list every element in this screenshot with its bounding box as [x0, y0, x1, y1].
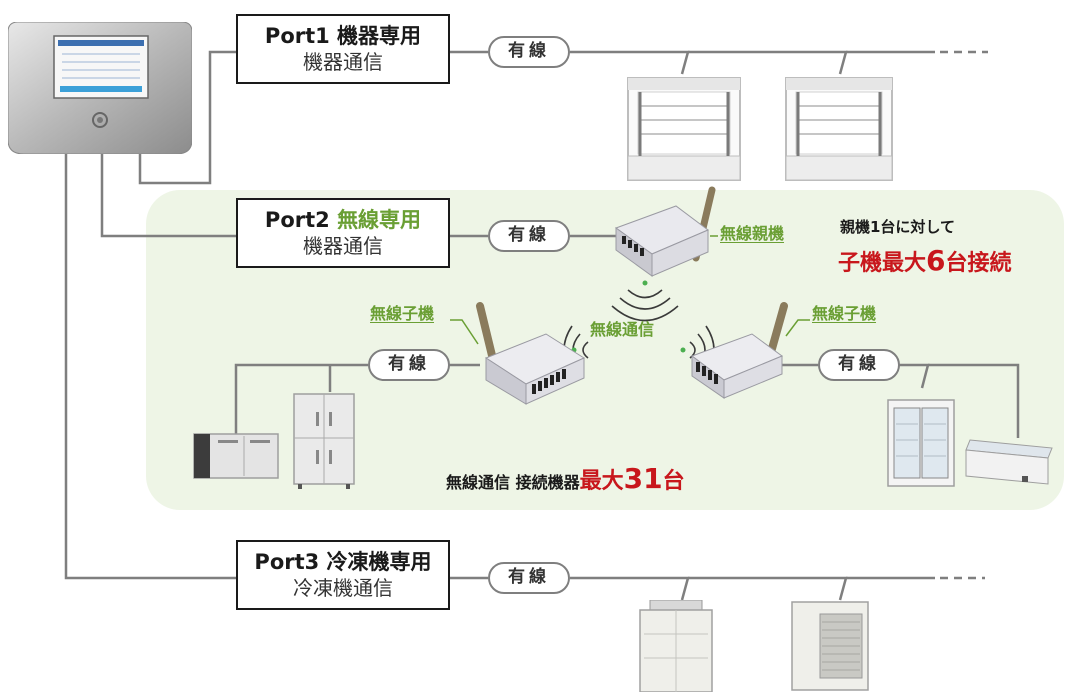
port1-wired-pill: 有線	[488, 36, 570, 68]
port3-wired-pill: 有線	[488, 562, 570, 594]
port3-title: Port3 冷凍機専用	[254, 550, 432, 574]
port1-box: Port1 機器専用 機器通信	[236, 14, 450, 84]
devices-max-word: 最大	[579, 469, 624, 494]
glass-door-freezer-icon	[886, 398, 956, 494]
left-child-wired-pill: 有線	[368, 349, 450, 381]
upright-fridge-icon	[292, 392, 356, 494]
devices-prefix: 無線通信 接続機器	[446, 473, 580, 492]
outdoor-unit-icon	[636, 599, 716, 696]
port2-title: Port2 無線専用	[238, 207, 448, 233]
wireless-child-module-icon	[474, 300, 592, 410]
chest-freezer-icon	[962, 436, 1056, 492]
port3-box: Port3 冷凍機専用 冷凍機通信	[236, 540, 450, 610]
left-child-bus	[234, 363, 368, 434]
child-max-note: 子機最大6台接続	[838, 244, 1012, 277]
parent-ratio-note: 親機1台に対して	[840, 218, 955, 236]
port3-subtitle: 冷凍機通信	[293, 576, 393, 600]
child-max-suffix: 台接続	[945, 251, 1012, 276]
devices-max-number: 31	[623, 462, 663, 495]
child-max-number: 6	[926, 244, 946, 277]
port1-subtitle: 機器通信	[303, 50, 383, 74]
undercounter-fridge-icon	[192, 432, 280, 486]
controller-panel-icon	[7, 21, 193, 158]
showcase-icon	[784, 76, 894, 186]
right-child-wired-pill: 有線	[818, 349, 900, 381]
port2-box: Port2 無線専用 機器通信	[236, 198, 450, 268]
port1-bus	[570, 50, 690, 75]
wireless-child-label-right: 無線子機	[812, 304, 877, 323]
devices-max-suffix: 台	[662, 469, 685, 494]
wireless-parent-module-icon	[612, 186, 722, 290]
trunk-line	[64, 152, 236, 580]
showcase-icon	[626, 76, 742, 186]
port3-bus	[570, 576, 690, 601]
port2-title-highlight: 無線専用	[337, 208, 422, 232]
child-max-prefix: 子機最大	[838, 251, 927, 276]
port2-subtitle: 機器通信	[303, 234, 383, 258]
wireless-child-label-left: 無線子機	[370, 304, 435, 323]
wireless-child-module-icon	[686, 300, 790, 404]
outdoor-unit-icon	[790, 600, 870, 696]
port1-link	[138, 50, 236, 185]
port2-wired-pill: 有線	[488, 220, 570, 252]
port1-title: Port1 機器専用	[264, 24, 422, 48]
port2-link	[100, 152, 236, 238]
wireless-parent-label: 無線親機	[720, 224, 785, 243]
devices-max-note: 無線通信 接続機器最大31台	[446, 462, 685, 495]
port2-title-prefix: Port2	[264, 208, 330, 232]
wireless-comm-label: 無線通信	[590, 320, 655, 339]
